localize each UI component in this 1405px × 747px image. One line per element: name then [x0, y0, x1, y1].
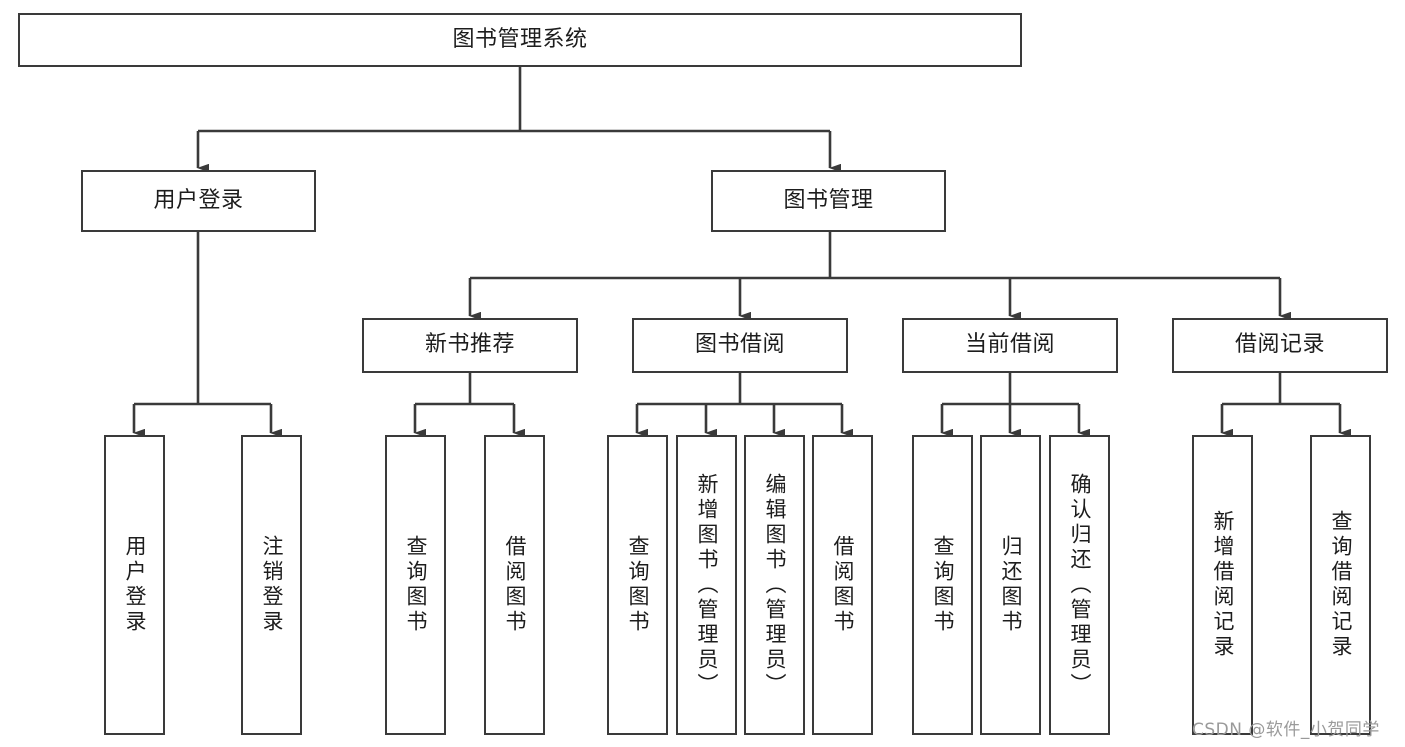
node-root[interactable]: 图书管理系统 [18, 13, 1022, 67]
node-book-borrow[interactable]: 图书借阅 [632, 318, 848, 373]
leaf-user-login-label: 用户登录 [123, 535, 147, 635]
node-book-borrow-label: 图书借阅 [694, 332, 785, 358]
leaf-edit-book-admin-label: 编辑图书（管理员） [763, 472, 787, 698]
node-current-borrow[interactable]: 当前借阅 [902, 318, 1118, 373]
leaf-return-book-label: 归还图书 [999, 535, 1023, 635]
leaf-add-borrow-record[interactable]: 新增借阅记录 [1192, 435, 1253, 735]
leaf-return-book[interactable]: 归还图书 [980, 435, 1041, 735]
leaf-borrow-book-rec-label: 借阅图书 [503, 535, 527, 635]
node-book-management[interactable]: 图书管理 [711, 170, 946, 232]
leaf-query-borrow-record[interactable]: 查询借阅记录 [1310, 435, 1371, 735]
leaf-edit-book-admin[interactable]: 编辑图书（管理员） [744, 435, 805, 735]
node-new-book-recommend-label: 新书推荐 [424, 332, 515, 358]
node-borrow-records-label: 借阅记录 [1234, 332, 1325, 358]
leaf-query-book-current[interactable]: 查询图书 [912, 435, 973, 735]
node-root-label: 图书管理系统 [452, 26, 588, 52]
leaf-confirm-return-admin[interactable]: 确认归还（管理员） [1049, 435, 1110, 735]
node-user-login-label: 用户登录 [153, 187, 244, 213]
leaf-borrow-book[interactable]: 借阅图书 [812, 435, 873, 735]
leaf-query-book-rec-label: 查询图书 [404, 535, 428, 635]
leaf-query-borrow-record-label: 查询借阅记录 [1329, 510, 1353, 660]
node-new-book-recommend[interactable]: 新书推荐 [362, 318, 578, 373]
leaf-add-book-admin-label: 新增图书（管理员） [695, 472, 719, 698]
leaf-query-book-borrow-label: 查询图书 [626, 535, 650, 635]
leaf-borrow-book-label: 借阅图书 [831, 535, 855, 635]
watermark: CSDN @软件_小贺同学 [1192, 720, 1380, 740]
leaf-borrow-book-rec[interactable]: 借阅图书 [484, 435, 545, 735]
node-user-login[interactable]: 用户登录 [81, 170, 316, 232]
node-book-management-label: 图书管理 [783, 187, 874, 213]
leaf-query-book-rec[interactable]: 查询图书 [385, 435, 446, 735]
leaf-user-login[interactable]: 用户登录 [104, 435, 165, 735]
leaf-confirm-return-admin-label: 确认归还（管理员） [1068, 472, 1092, 698]
leaf-logout-label: 注销登录 [260, 535, 284, 635]
leaf-query-book-current-label: 查询图书 [931, 535, 955, 635]
node-borrow-records[interactable]: 借阅记录 [1172, 318, 1388, 373]
leaf-logout[interactable]: 注销登录 [241, 435, 302, 735]
node-current-borrow-label: 当前借阅 [964, 332, 1055, 358]
leaf-query-book-borrow[interactable]: 查询图书 [607, 435, 668, 735]
leaf-add-book-admin[interactable]: 新增图书（管理员） [676, 435, 737, 735]
leaf-add-borrow-record-label: 新增借阅记录 [1211, 510, 1235, 660]
